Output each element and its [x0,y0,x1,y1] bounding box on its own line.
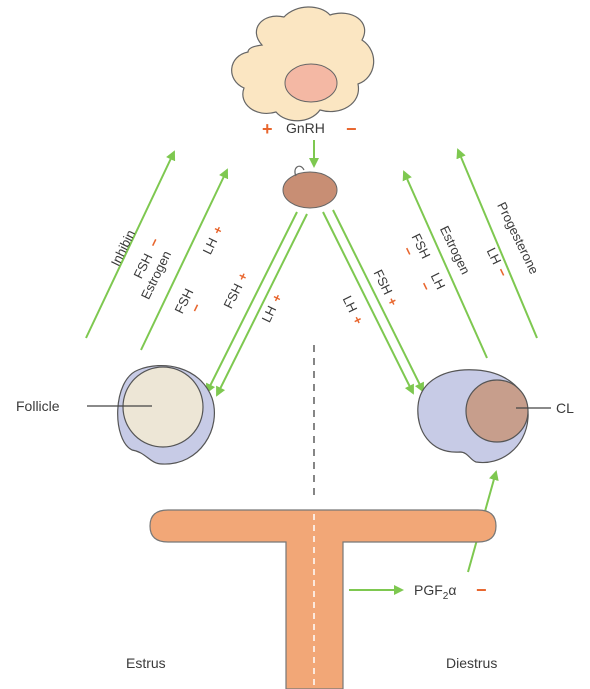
follicle [123,367,203,447]
sign-fsh-left-stim: + [234,269,251,283]
gnrh-row: + GnRH − [262,119,357,139]
sign-lh-right-stim: + [349,313,366,327]
right-stimulus-arrows [323,210,423,393]
right-feedback-labels: FSH − LH − Estrogen LH − Progesterone [396,200,542,298]
hypothalamus [232,7,374,121]
sign-fsh-right-stim: + [384,295,401,309]
pgf-minus: − [476,580,487,600]
sign-lh-right-lower: − [417,279,435,293]
estrus-label: Estrus [126,655,166,671]
pgf-text: PGF [414,582,443,598]
svg-text:PGF2α: PGF2α [414,582,456,602]
right-stimulus-labels: LH + FSH + [340,267,402,327]
hypothalamus-nucleus [285,64,337,102]
left-ovary: Follicle [16,366,214,464]
label-progesterone: Progesterone [494,200,542,277]
pituitary [283,166,337,208]
label-estrogen-right: Estrogen [437,223,473,276]
sign-fsh-estrogen: − [187,301,205,315]
gnrh-label: GnRH [286,120,325,136]
label-fsh-left-stim: FSH [221,281,246,311]
pgf-alpha: α [448,582,456,598]
cl-label: CL [556,400,574,416]
label-lh-left-feedback: LH [200,235,221,257]
right-ovary: CL [418,370,574,463]
sign-fsh-inhibin: − [145,235,163,249]
sign-lh-left-feedback: + [209,223,226,237]
diestrus-label: Diestrus [446,655,497,671]
left-feedback-labels: Inhibin FSH − Estrogen LH + FSH − [108,223,227,322]
follicle-label: Follicle [16,398,60,414]
sign-fsh-right-feedback: − [400,244,418,258]
sign-lh-left-stim: + [268,291,285,305]
label-lh-right-stim: LH [340,293,361,315]
gnrh-minus: − [346,119,357,139]
pgf-label: PGF2α − [414,580,487,602]
sign-lh-progesterone: − [493,265,511,279]
label-inhibin: Inhibin [108,228,138,269]
label-lh-progesterone: LH [484,245,505,267]
gnrh-plus: + [262,119,273,139]
corpus-luteum [466,380,528,442]
